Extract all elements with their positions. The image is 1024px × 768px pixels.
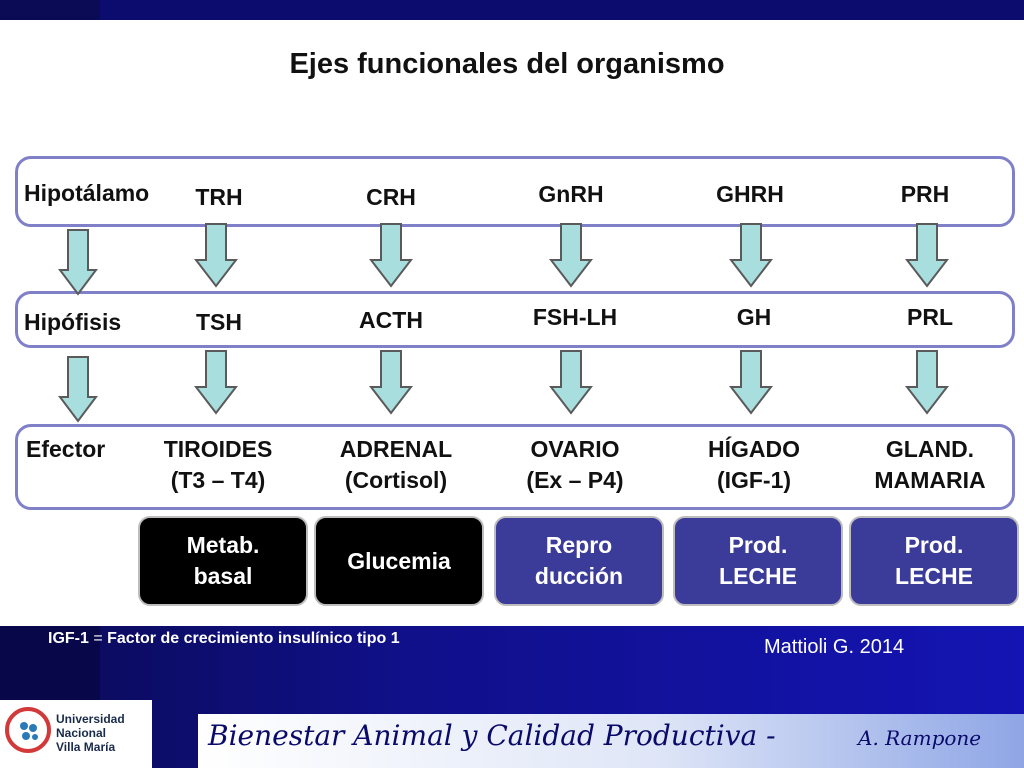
- band-hipofisis: [15, 291, 1015, 348]
- effector-higado: HÍGADO(IGF-1): [708, 436, 800, 493]
- hormone-prh: PRH: [900, 181, 950, 207]
- down-arrow-icon: [194, 223, 238, 288]
- hormone-gnrh: GnRH: [538, 181, 604, 207]
- row-label-hipofisis: Hipófisis: [24, 309, 122, 335]
- down-arrow-icon: [369, 223, 413, 288]
- outcome-produccion-leche-1: Prod.LECHE: [673, 516, 843, 606]
- footer-bar: [198, 714, 1024, 768]
- down-arrow-icon: [549, 223, 593, 288]
- down-arrow-icon: [58, 356, 98, 423]
- band-efector: [15, 424, 1015, 510]
- hormone-crh: CRH: [366, 184, 416, 210]
- hormone-gh: GH: [736, 304, 772, 330]
- down-arrow-icon: [729, 223, 773, 288]
- author-name: A. Rampone: [858, 726, 982, 750]
- hormone-acth: ACTH: [359, 307, 423, 333]
- down-arrow-icon: [369, 350, 413, 415]
- down-arrow-icon: [905, 223, 949, 288]
- effector-ovario: OVARIO(Ex – P4): [526, 436, 624, 493]
- university-logo-icon: [5, 707, 51, 753]
- university-logo: [0, 700, 152, 768]
- row-label-hipotalamo: Hipotálamo: [24, 180, 150, 206]
- hormone-tsh: TSH: [196, 309, 242, 335]
- row-label-efector: Efector: [26, 436, 106, 462]
- top-bar-tab: [0, 0, 100, 20]
- page-title: Ejes funcionales del organismo: [289, 48, 725, 80]
- citation: Mattioli G. 2014: [764, 636, 905, 658]
- hormone-prl: PRL: [907, 304, 953, 330]
- down-arrow-icon: [905, 350, 949, 415]
- effector-tiroides: TIROIDES(T3 – T4): [163, 436, 273, 493]
- effector-glandula-mamaria: GLAND.MAMARIA: [874, 436, 986, 493]
- down-arrow-icon: [58, 229, 98, 296]
- hormone-trh: TRH: [195, 184, 243, 210]
- down-arrow-icon: [549, 350, 593, 415]
- top-bar: [0, 0, 1024, 20]
- hormone-ghrh: GHRH: [716, 181, 784, 207]
- down-arrow-icon: [729, 350, 773, 415]
- outcome-produccion-leche-2: Prod.LECHE: [849, 516, 1019, 606]
- footnote: IGF-1 = Factor de crecimiento insulínico…: [48, 630, 400, 647]
- course-title: Bienestar Animal y Calidad Productiva -: [208, 719, 776, 752]
- outcome-metabolismo-basal: Metab.basal: [138, 516, 308, 606]
- outcome-glucemia: Glucemia: [314, 516, 484, 606]
- down-arrow-icon: [194, 350, 238, 415]
- hormone-fsh-lh: FSH-LH: [532, 304, 618, 330]
- effector-adrenal: ADRENAL(Cortisol): [339, 436, 453, 493]
- band-hipotalamo: [15, 156, 1015, 227]
